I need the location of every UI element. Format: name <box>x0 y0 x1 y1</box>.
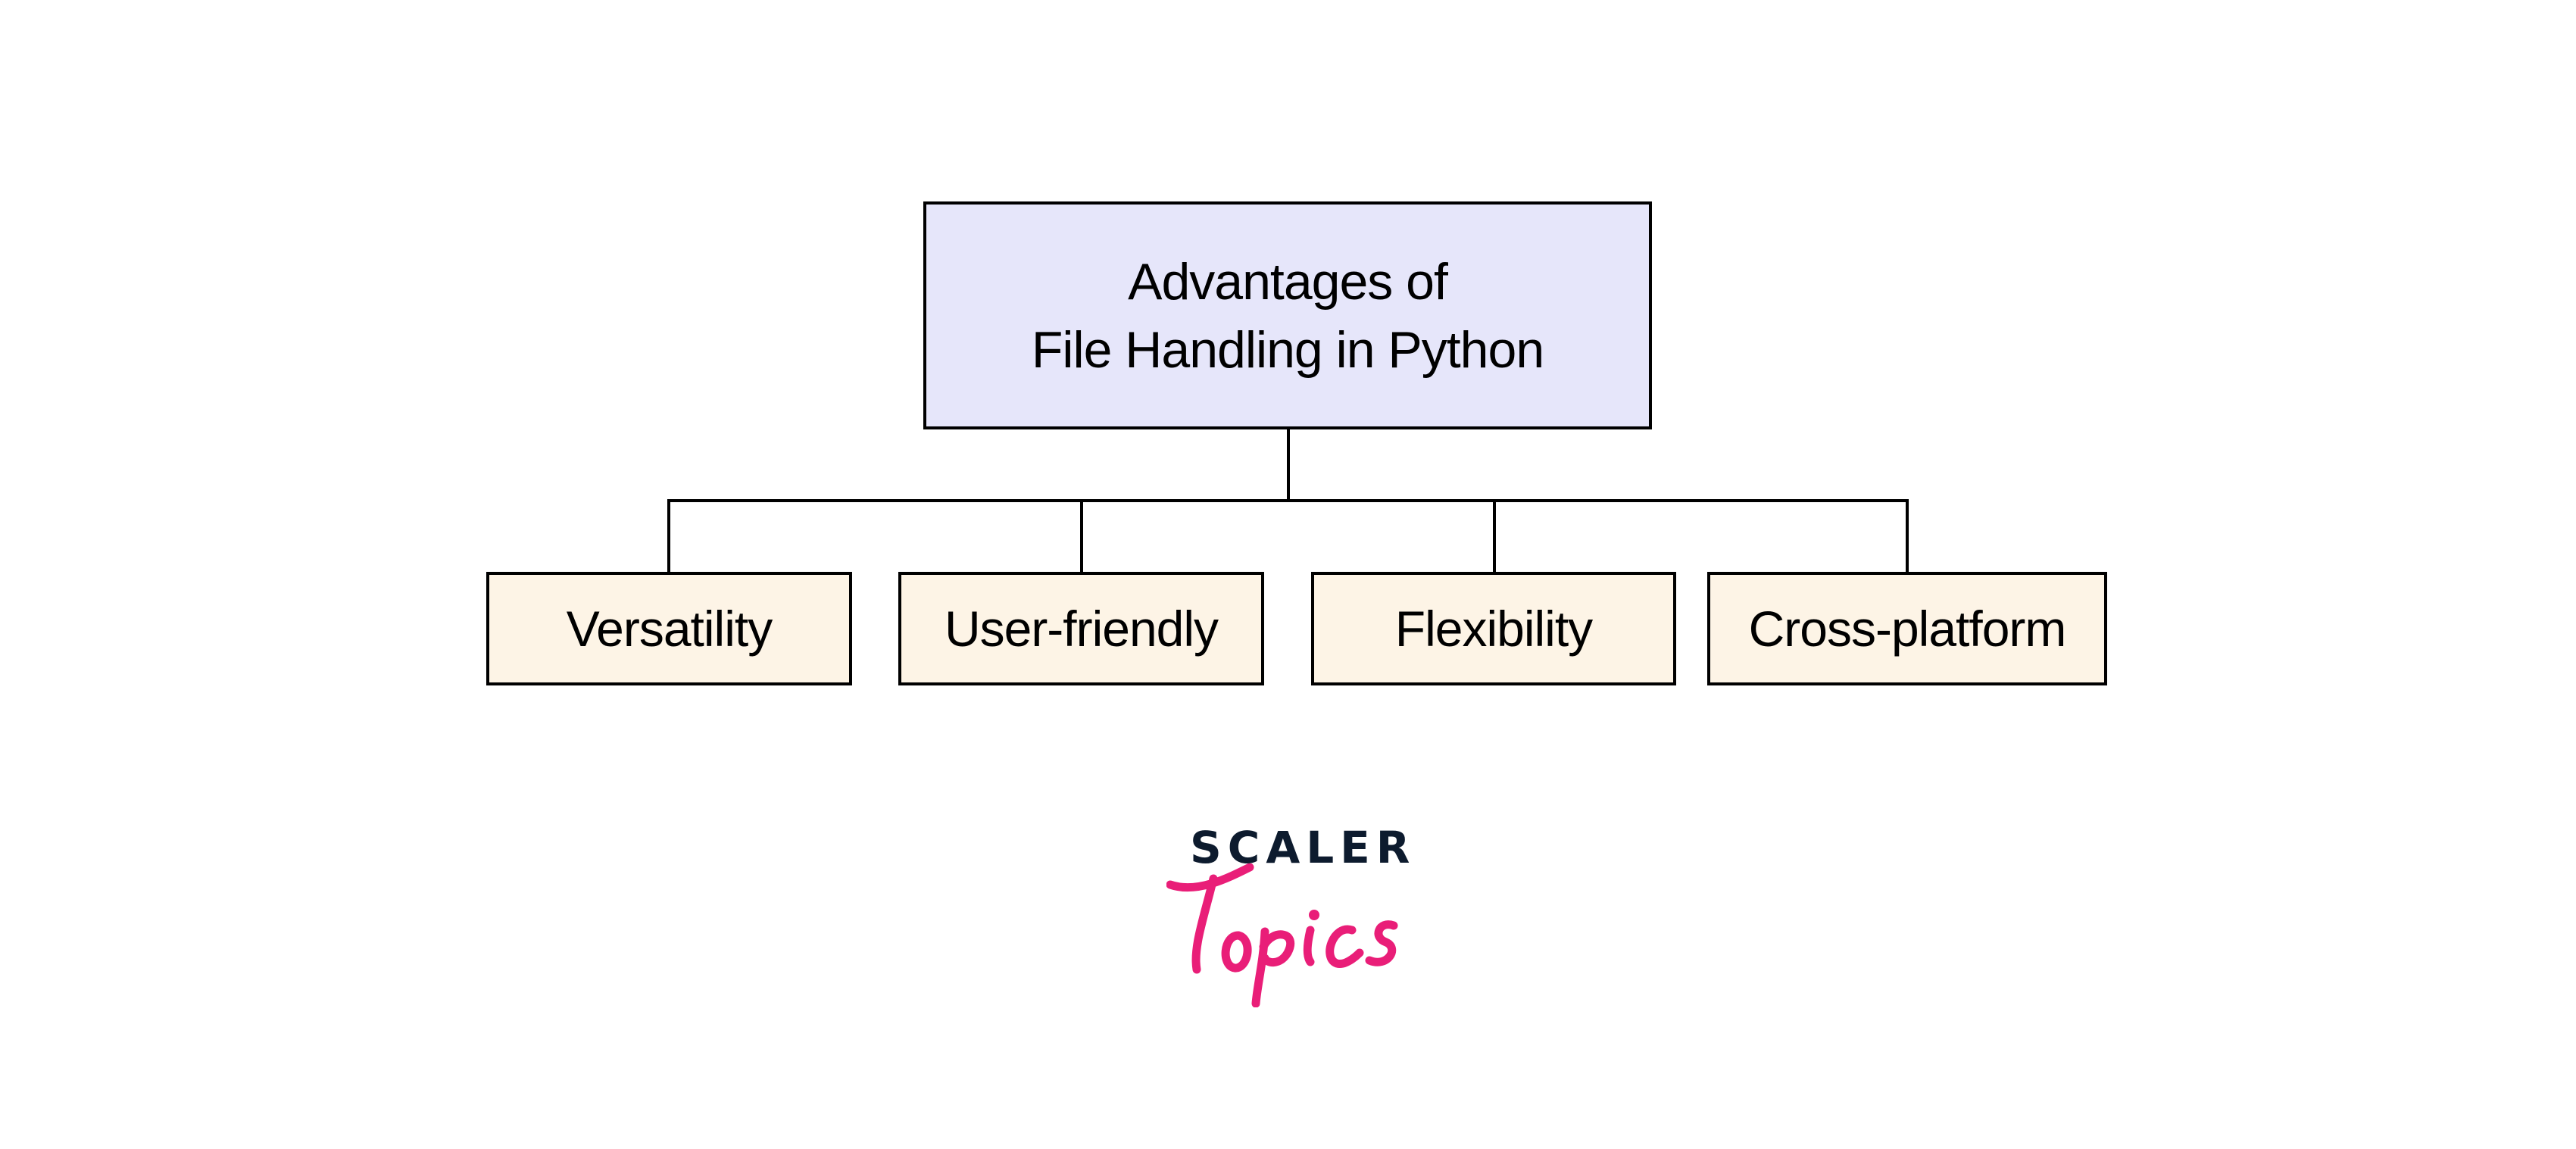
logo-letter-i <box>1303 926 1315 966</box>
child-label: Flexibility <box>1394 601 1593 657</box>
child-node-versatility: Versatility <box>486 572 852 685</box>
connector-to-user-friendly <box>1080 499 1083 573</box>
logo-letter-p <box>1251 927 1295 1007</box>
scaler-topics-logo: SCALER <box>1166 822 1416 1007</box>
connector-horizontal-bus <box>669 499 1908 502</box>
root-title-line2: File Handling in Python <box>1031 320 1544 379</box>
child-node-cross-platform: Cross-platform <box>1707 572 2107 685</box>
connector-to-versatility <box>667 499 670 573</box>
logo-letter-T <box>1166 863 1254 974</box>
child-node-flexibility: Flexibility <box>1311 572 1676 685</box>
logo-letter-c <box>1325 925 1364 969</box>
logo-letter-o <box>1221 931 1252 973</box>
child-label: Versatility <box>566 601 773 657</box>
child-label: Cross-platform <box>1748 601 2067 657</box>
logo-i-dot <box>1309 910 1319 920</box>
root-node-advantages: Advantages of File Handling in Python <box>923 201 1652 429</box>
logo-topics-script <box>1166 863 1398 1007</box>
child-label: User-friendly <box>944 601 1219 657</box>
connector-root-down <box>1287 429 1290 501</box>
child-node-user-friendly: User-friendly <box>898 572 1264 685</box>
root-title-line1: Advantages of <box>1128 252 1448 311</box>
logo-letter-s <box>1365 920 1398 966</box>
connector-to-flexibility <box>1493 499 1496 573</box>
connector-to-cross-platform <box>1906 499 1909 573</box>
logo-brand-text: SCALER <box>1190 822 1416 873</box>
